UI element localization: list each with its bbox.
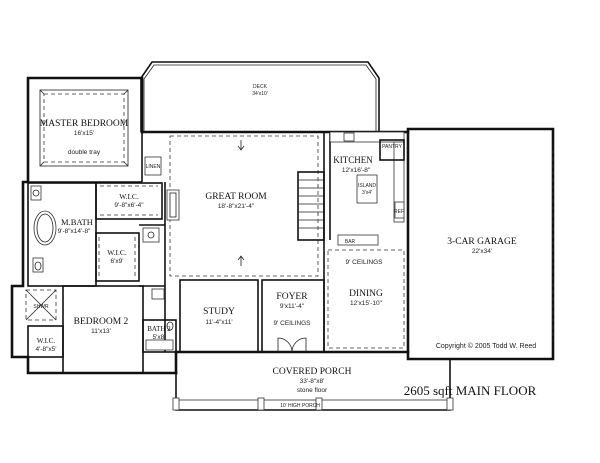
wic-bedroom2: W.I.C. 4'-8"x5' [27, 325, 64, 358]
stairs [297, 132, 325, 352]
fridge-label: REF [394, 209, 404, 215]
garage: 3-CAR GARAGE 22'x34' Copyright © 2005 To… [436, 150, 554, 350]
kitchen: PANTRY ISLAND 3'x4' BAR REF KITCHEN 12'x… [329, 131, 405, 246]
covered-porch: COVERED PORCH 33'-8"x8' stone floor 10' … [172, 352, 454, 411]
deck-label: DECK [253, 84, 268, 90]
wic-bedroom2-dim: 4'-8"x5' [35, 346, 56, 353]
bath2-dim: 5'x8' [153, 334, 166, 341]
bath-2: BATH 2 5'x8' [142, 288, 177, 353]
covered-porch-note: stone floor [297, 387, 328, 394]
wic-master-upper: W.I.C. 9'-8"x6'-4" [95, 182, 163, 220]
ceilings-label: 9' CEILINGS [345, 259, 383, 266]
covered-porch-dim: 33'-8"x8' [300, 378, 325, 385]
foyer-dim: 9'x11'-4" [280, 303, 305, 310]
master-bedroom-label: MASTER BEDROOM [40, 119, 129, 129]
bar-label: BAR [345, 239, 356, 245]
deck: DECK 34'x10' [140, 61, 380, 132]
wic-master-lower-dim: 6'x9' [111, 258, 124, 265]
vanity-area [139, 182, 166, 352]
wic-master-upper-dim: 9'-8"x6'-4" [114, 202, 144, 209]
porch-ceiling-label: 10' HIGH PORCH [280, 403, 320, 409]
kitchen-label: KITCHEN [333, 155, 373, 165]
study-label: STUDY [203, 307, 235, 317]
study-dim: 11'-4"x11' [205, 319, 232, 326]
garage-dim: 22'x34' [472, 248, 492, 255]
wic-bedroom2-label: W.I.C. [37, 337, 55, 345]
master-bedroom: MASTER BEDROOM 16'x15' double tray LINEN [28, 89, 162, 183]
master-bath-label: M.BATH [61, 217, 93, 227]
copyright: Copyright © 2005 Todd W. Reed [436, 342, 536, 350]
bedroom-2: BEDROOM 2 11'x13' [62, 285, 144, 374]
great-room-label: GREAT ROOM [205, 192, 267, 202]
foyer-ceiling: 9' CEILINGS [273, 320, 311, 327]
garage-label: 3-CAR GARAGE [447, 237, 517, 247]
island-label: ISLAND [358, 183, 376, 189]
foyer: FOYER 9'x11'-4" 9' CEILINGS [261, 279, 325, 353]
great-room-dim: 18'-8"x21'-4" [218, 203, 255, 210]
covered-porch-label: COVERED PORCH [273, 367, 352, 377]
foyer-label: FOYER [276, 292, 308, 302]
master-bedroom-note: double tray [68, 149, 101, 156]
dining-label: DINING [349, 289, 383, 299]
wic-master-lower-label: W.I.C. [107, 248, 127, 257]
pantry-label: PANTRY [382, 144, 402, 150]
deck-dim: 34'x10' [252, 91, 268, 97]
bedroom2-dim: 11'x13' [91, 328, 111, 335]
bath2-label: BATH 2 [147, 325, 171, 333]
bedroom2-label: BEDROOM 2 [74, 317, 129, 327]
master-bath-dim: 9'-8"x14'-8" [58, 228, 91, 235]
master-bedroom-dim: 16'x15' [74, 130, 94, 137]
shower-label: SHWR [33, 304, 49, 310]
wic-master-upper-label: W.I.C. [119, 192, 139, 201]
kitchen-dim: 12'x16'-8" [342, 167, 371, 174]
floor-title: 2605 sqft MAIN FLOOR [404, 383, 537, 398]
dining-dim: 12'x15'-10" [350, 300, 383, 307]
shower: SHWR [25, 289, 57, 321]
island-dim: 3'x4' [362, 190, 372, 196]
dining: 9' CEILINGS DINING 12'x15'-10" [327, 249, 405, 349]
wic-master-lower: W.I.C. 6'x9' [95, 232, 140, 282]
linen-label: LINEN [146, 164, 161, 170]
great-room: GREAT ROOM 18'-8"x21'-4" [166, 135, 319, 277]
master-bath: M.BATH 9'-8"x14'-8" [27, 182, 97, 287]
study: STUDY 11'-4"x11' [179, 279, 259, 353]
